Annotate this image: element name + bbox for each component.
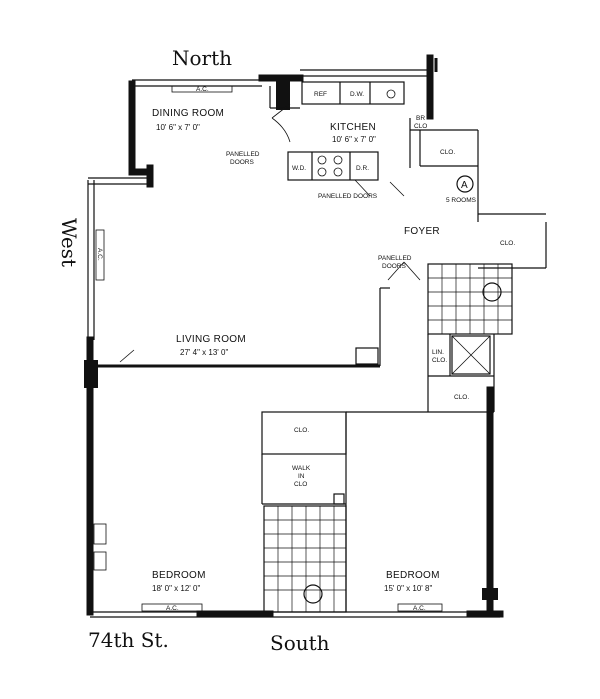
linen-closet-label-2: CLO.	[432, 357, 447, 364]
bedroom2-name: BEDROOM	[386, 570, 440, 581]
interior-walls	[94, 81, 513, 613]
door-swings	[119, 103, 421, 363]
foyer-name: FOYER	[404, 226, 440, 237]
closet-label-hall: CLO.	[454, 394, 469, 401]
ac-unit-living	[95, 229, 105, 281]
dining-ref-label: D.R.	[356, 165, 369, 172]
ac-unit-bedroom2	[397, 603, 443, 612]
washer-dryer-label: W.D.	[292, 165, 306, 172]
ac-dining-label: A.C.	[196, 86, 209, 93]
closet-label-foyer: CLO.	[500, 240, 515, 247]
ac-bed1-label: A.C.	[166, 605, 179, 612]
ac-bed2-label: A.C.	[413, 605, 426, 612]
bedroom1-size: 18' 0" x 12' 0"	[152, 584, 200, 593]
ac-unit-bedroom1	[141, 603, 203, 612]
refrigerator-label: REF	[314, 91, 327, 98]
kitchen-name: KITCHEN	[330, 122, 376, 133]
dining-room-size: 10' 6" x 7' 0"	[156, 123, 200, 132]
panelled-doors-label-foyer-2: DOORS	[382, 263, 407, 270]
bath-tiles-bedroom	[264, 506, 346, 612]
dining-room-name: DINING ROOM	[152, 108, 224, 119]
panelled-doors-label-foyer: PANELLED	[378, 255, 412, 262]
walk-in-closet-label: WALK	[292, 465, 311, 472]
bedroom1-name: BEDROOM	[152, 570, 206, 581]
closet-label-kitchen: CLO.	[440, 149, 455, 156]
living-room-size: 27' 4" x 13' 0"	[180, 348, 228, 357]
living-room-name: LIVING ROOM	[176, 334, 246, 345]
stove-burners	[317, 155, 343, 177]
street-label: 74th St.	[88, 628, 169, 652]
dishwasher-label: D.W.	[350, 91, 364, 98]
north-label: North	[172, 46, 232, 70]
south-label: South	[270, 631, 330, 655]
west-label: West	[57, 218, 81, 267]
kitchen-size: 10' 6" x 7' 0"	[332, 135, 376, 144]
walk-in-closet-label-3: CLO	[294, 481, 307, 488]
panelled-doors-label-dining: PANELLED	[226, 151, 260, 158]
bedroom2-size: 15' 0" x 10' 8"	[384, 584, 432, 593]
closet-label-bedroom: CLO.	[294, 427, 309, 434]
linen-closet-label: LIN.	[432, 349, 444, 356]
exterior-walls	[84, 54, 547, 618]
apartment-marker: A	[461, 180, 468, 191]
radiator	[93, 551, 107, 571]
bath-tiles-foyer	[428, 264, 512, 334]
br-closet-label: BR	[416, 115, 425, 122]
walk-in-closet-label-2: IN	[298, 473, 305, 480]
ac-unit-dining	[171, 85, 233, 93]
panelled-doors-label-dining-2: DOORS	[230, 159, 255, 166]
br-closet-label-2: CLO	[414, 123, 427, 130]
panelled-doors-label-kitchen: PANELLED DOORS	[318, 193, 378, 200]
radiator	[93, 523, 107, 545]
ac-living-label: A.C.	[96, 248, 103, 261]
rooms-count: 5 ROOMS	[446, 197, 477, 204]
apartment-marker-circle	[456, 175, 474, 193]
